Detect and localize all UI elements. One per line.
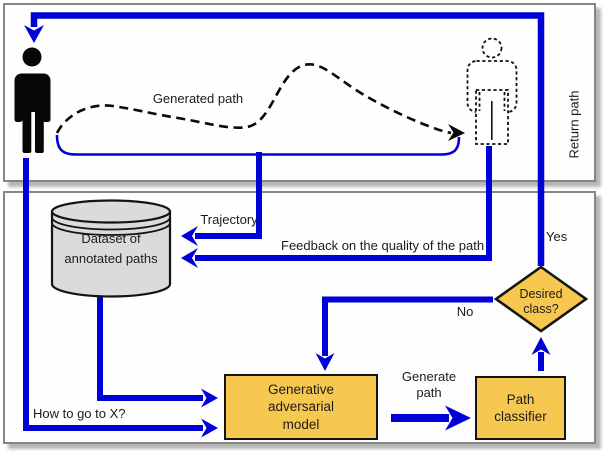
- classifier-node-label: Path classifier: [494, 391, 547, 424]
- dashed-person-icon: [466, 37, 518, 145]
- classifier-to-decision-arrow: [531, 337, 551, 371]
- return-path-label: Return path: [566, 90, 582, 159]
- gan-to-classifier-arrow: [391, 405, 471, 431]
- feedback-arrow: [181, 146, 492, 268]
- question-label: How to go to X?: [33, 406, 126, 421]
- underbrace: [55, 134, 461, 156]
- classifier-node: Path classifier: [475, 376, 566, 440]
- database-icon: [50, 199, 172, 298]
- gan-node: Generative adversarial model: [224, 374, 378, 440]
- no-branch-arrow: [315, 296, 493, 371]
- dataset-label: Dataset of annotated paths: [64, 231, 158, 266]
- feedback-label: Feedback on the quality of the path: [281, 238, 485, 253]
- dataset-to-gan-arrow: [97, 293, 218, 408]
- user-request-arrow: [23, 158, 218, 438]
- return-path-arrow: [24, 12, 545, 266]
- decision-node-label: Desired class?: [519, 287, 563, 316]
- person-icon: [14, 47, 51, 153]
- gan-node-label: Generative adversarial model: [267, 382, 335, 432]
- decision-diamond: [493, 265, 589, 333]
- yes-label: Yes: [546, 229, 568, 244]
- trajectory-label: Trajectory: [200, 212, 258, 227]
- generated-path-label: Generated path: [152, 91, 244, 106]
- generated-path-curve: [55, 63, 465, 141]
- trajectory-arrow: [181, 152, 262, 246]
- no-label: No: [456, 304, 474, 319]
- generate-path-label: Generate path: [401, 369, 457, 400]
